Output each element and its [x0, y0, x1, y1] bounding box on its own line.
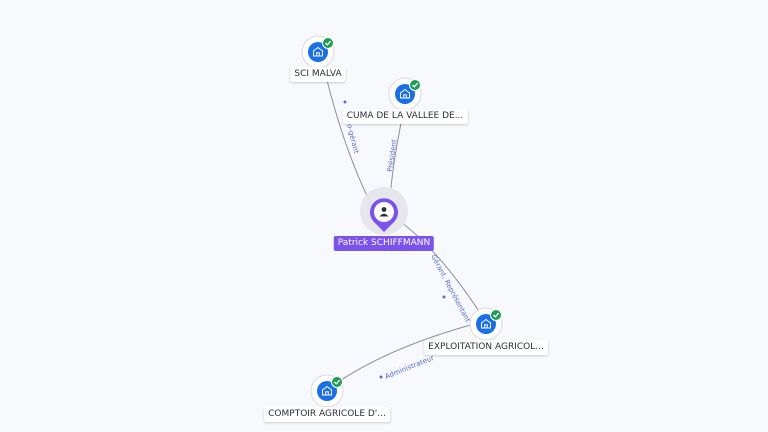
person-name-label[interactable]: Patrick SCHIFFMANN [333, 236, 435, 251]
edge-exploitation-comptoir[interactable] [326, 323, 475, 391]
company-node-comptoir[interactable] [310, 374, 344, 408]
person-icon [379, 207, 389, 217]
edge-person-exploitation[interactable] [397, 219, 487, 323]
edge-label-gerant: Gérant, Représentant [429, 253, 472, 324]
building-icon [400, 88, 410, 99]
verified-check-icon [331, 376, 343, 388]
company-label-cuma[interactable]: CUMA DE LA VALLEE DE... [342, 109, 468, 124]
edge-label-administrateur: Administrateur [384, 354, 435, 381]
building-icon [313, 46, 323, 57]
company-node-cuma[interactable] [388, 77, 422, 111]
edge-label-president: Président [386, 139, 399, 173]
verified-check-icon [490, 309, 502, 321]
company-label-sci-malva[interactable]: SCI MALVA [290, 67, 346, 82]
building-icon [322, 385, 332, 396]
person-node[interactable] [360, 187, 408, 235]
building-icon [481, 318, 491, 329]
verified-check-icon [322, 37, 334, 49]
verified-check-icon [409, 79, 421, 91]
company-label-exploitation[interactable]: EXPLOITATION AGRICOL... [424, 340, 548, 355]
company-label-comptoir[interactable]: COMPTOIR AGRICOLE D'... [264, 407, 390, 422]
company-node-sci-malva[interactable] [301, 35, 335, 69]
company-node-exploitation[interactable] [469, 307, 503, 341]
